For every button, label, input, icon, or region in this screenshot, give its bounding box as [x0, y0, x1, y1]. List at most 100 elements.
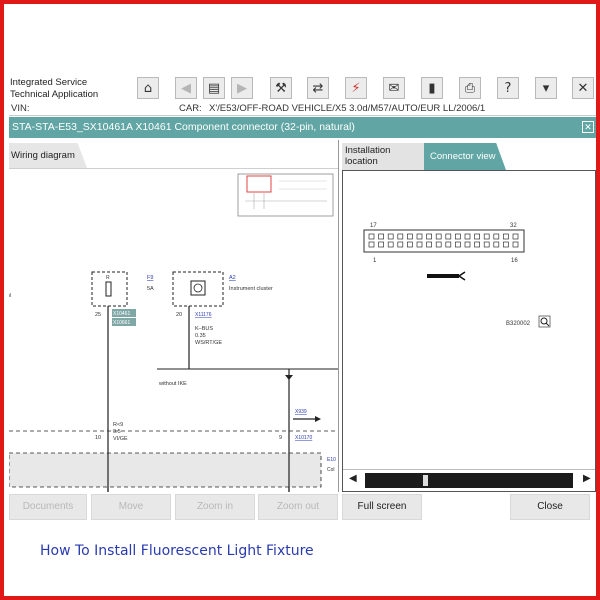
fuse-icon	[105, 281, 112, 297]
connector-pin	[464, 233, 471, 240]
cluster-icon	[190, 280, 206, 296]
wire-size: 0.5	[113, 429, 121, 435]
connector-pin	[483, 233, 490, 240]
window-title: STA-STA-E53_SX10461A X10461 Component co…	[12, 121, 355, 133]
conn-x939[interactable]: X939	[295, 409, 307, 415]
pin-16-label: 16	[511, 258, 518, 264]
conn-x10461[interactable]: X10461	[113, 311, 130, 317]
pin-17-label: 17	[370, 223, 377, 229]
app-title: Integrated Service Technical Application	[10, 77, 98, 101]
connector-pin	[387, 241, 394, 248]
cluster-label[interactable]: A2	[229, 275, 236, 281]
tab-install-line1: Installation	[345, 145, 391, 156]
documents-icon[interactable]: ▤	[203, 77, 225, 99]
compare-icon[interactable]: ⇄	[307, 77, 329, 99]
right-cut-1: E10	[327, 457, 336, 463]
key-bar	[427, 274, 459, 278]
connector-pins	[368, 233, 519, 248]
connector-pin	[407, 241, 413, 248]
connector-pane: Installation location Connector view 17 …	[342, 140, 596, 492]
scroll-right-icon[interactable]: ▶	[583, 473, 591, 484]
connector-pin	[397, 241, 404, 248]
part-number: B320002	[506, 321, 531, 327]
conn-x10661[interactable]: X10661	[113, 320, 130, 326]
minimize-icon[interactable]: ▾	[535, 77, 557, 99]
zoom-out-button[interactable]: Zoom out	[258, 494, 338, 520]
connector-body	[363, 229, 525, 253]
connector-pin	[387, 233, 394, 240]
pin-25: 25	[95, 312, 101, 318]
conn-x10661-badge[interactable]	[112, 318, 136, 326]
overview-thumbnail[interactable]	[237, 173, 334, 217]
wrench-icon[interactable]: ⚒	[270, 77, 292, 99]
mail-icon[interactable]: ✉	[383, 77, 405, 99]
pin-9: 9	[279, 435, 282, 441]
connector-pin	[445, 241, 452, 248]
magnifier-icon[interactable]	[538, 315, 551, 328]
connection-icon[interactable]: ⚡	[345, 77, 367, 99]
app-title-line1: Integrated Service	[10, 77, 88, 88]
close-button[interactable]: Close	[510, 494, 590, 520]
caption: How To Install Fluorescent Light Fixture	[40, 543, 314, 559]
tab-divider	[9, 168, 338, 169]
help-icon[interactable]: ?	[497, 77, 519, 99]
scroll-thumb[interactable]	[423, 475, 428, 486]
wiring-diagram[interactable]: ul R F9 5A 25 X10461 X10661 R<9 0.5 VI/G…	[9, 169, 339, 492]
car-value: X'/E53/OFF-ROAD VEHICLE/X5 3.0d/M57/AUTO…	[209, 103, 486, 114]
connector-view-area: 17 32 1 16 B320002 ◀ ▶	[342, 170, 596, 492]
fuse-box	[91, 271, 128, 307]
tab-installation-location[interactable]: Installation location	[342, 143, 424, 170]
window-close-icon[interactable]: ✕	[582, 121, 594, 133]
bus-color: WS/RT/GE	[195, 340, 222, 346]
scroll-track[interactable]	[365, 473, 573, 488]
full-screen-button[interactable]: Full screen	[342, 494, 422, 520]
conn-x10461-badge[interactable]	[112, 309, 136, 317]
horizontal-scrollbar[interactable]: ◀ ▶	[343, 469, 595, 489]
vin-label: VIN:	[11, 103, 30, 114]
conn-x10170[interactable]: X10170	[295, 435, 312, 441]
bus-label: K–BUS	[195, 326, 213, 332]
arrow-right-icon	[315, 416, 321, 422]
pin-20: 20	[176, 312, 182, 318]
cluster-name: Instrument cluster	[229, 286, 273, 292]
forward-icon[interactable]: ▶	[231, 77, 253, 99]
connector-pin	[503, 241, 509, 248]
tab-wiring-diagram[interactable]: Wiring diagram	[9, 143, 87, 168]
documents-button[interactable]: Documents	[9, 494, 87, 520]
connector-pin	[503, 233, 509, 240]
connector-pin	[407, 233, 413, 240]
conn-x11176[interactable]: X11176	[195, 312, 212, 318]
main-toolbar: Integrated Service Technical Application…	[9, 75, 596, 102]
fuse-label[interactable]: F9	[147, 275, 153, 281]
close-icon[interactable]: ✕	[572, 77, 594, 99]
tab-install-line2: location	[345, 156, 378, 167]
zoom-in-button[interactable]: Zoom in	[175, 494, 255, 520]
pin-32-label: 32	[510, 223, 517, 229]
battery-icon[interactable]: ▮	[421, 77, 443, 99]
bus-size: 0.35	[195, 333, 206, 339]
connector-pin	[493, 233, 500, 240]
connector-pin	[378, 233, 384, 240]
move-button[interactable]: Move	[91, 494, 171, 520]
back-icon[interactable]: ◀	[175, 77, 197, 99]
connector-pin	[483, 241, 490, 248]
fuse-symbol: R	[106, 275, 110, 281]
wire-color: VI/GE	[113, 436, 128, 442]
wire-r: R<9	[113, 422, 123, 428]
right-cut-2: Col	[327, 467, 335, 473]
connector-pin	[426, 241, 432, 248]
connector-pin	[416, 241, 423, 248]
connector-drawing: 17 32 1 16 B320002	[363, 223, 551, 328]
connector-pin	[445, 233, 452, 240]
connector-pin	[435, 241, 442, 248]
home-icon[interactable]: ⌂	[137, 77, 159, 99]
window-title-bar: STA-STA-E53_SX10461A X10461 Component co…	[9, 117, 596, 138]
print-icon[interactable]: ⎙	[459, 77, 481, 99]
connector-pin	[474, 233, 480, 240]
vehicle-info: VIN: CAR: X'/E53/OFF-ROAD VEHICLE/X5 3.0…	[9, 102, 596, 116]
connector-pin	[493, 241, 500, 248]
connector-pin	[464, 241, 471, 248]
scroll-left-icon[interactable]: ◀	[349, 473, 357, 484]
tab-connector-view[interactable]: Connector view	[424, 143, 506, 170]
without-ike: without IKE	[158, 381, 187, 387]
